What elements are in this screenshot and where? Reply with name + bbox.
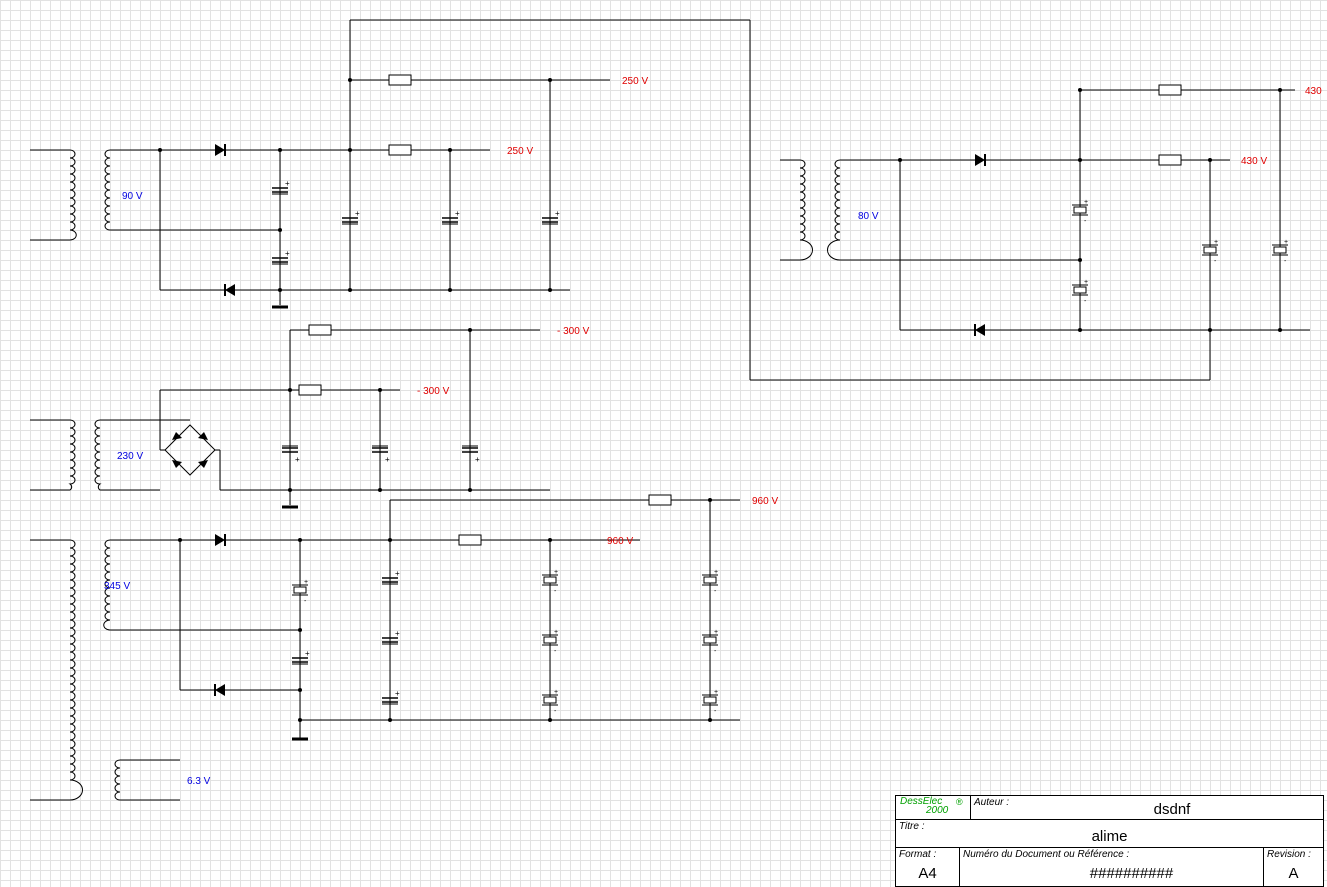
transformer-primary (30, 149, 77, 241)
logo-cell: DessElec 2000 ® (896, 796, 971, 820)
format-cell: Format : A4 (896, 848, 960, 886)
transformer-secondary-230 (94, 419, 190, 491)
output-960v-top-label: 960 V (752, 496, 778, 507)
output-minus-300v-mid-label: - 300 V (417, 386, 450, 397)
secondary-90v-label: 90 V (122, 191, 143, 202)
supply-430v (780, 89, 1310, 380)
revision-label: Revision : (1267, 849, 1311, 860)
author-label: Auteur : (974, 797, 1010, 808)
format-label: Format : (899, 849, 937, 860)
output-250v-top-label: 250 V (622, 76, 648, 87)
transformer-primary-230 (30, 419, 76, 491)
title-cell: Titre : alime (896, 820, 1323, 848)
document-number-label: Numéro du Document ou Référence : (963, 849, 1130, 860)
secondary-230v-label: 230 V (117, 451, 143, 462)
revision-cell: Revision : A (1264, 848, 1323, 886)
supply-minus-300v (30, 329, 550, 505)
format-value: A4 (918, 865, 937, 882)
logo-brand: DessElec (900, 796, 943, 807)
transformer-secondary-345 (103, 539, 300, 631)
title-label: Titre : (899, 821, 925, 832)
secondary-80v-label: 80 V (858, 211, 879, 222)
output-250v-mid-label: 250 V (507, 146, 533, 157)
transformer-secondary (104, 149, 280, 231)
document-number-value: ########## (1089, 865, 1174, 882)
output-430v-mid-label: 430 V (1241, 156, 1267, 167)
transformer-secondary-6v3 (114, 759, 180, 801)
author-cell: Auteur : dsdnf (971, 796, 1323, 820)
bridge-rectifier (164, 424, 216, 476)
transformer-primary-main (30, 539, 83, 801)
title-value: alime (1091, 828, 1128, 845)
transformer-secondary-80 (827, 159, 1080, 261)
logo-year: 2000 (926, 805, 949, 816)
supply-960v (30, 499, 740, 801)
revision-value: A (1288, 865, 1299, 882)
secondary-345v-label: 345 V (104, 581, 130, 592)
output-960v-mid-label: 960 V (607, 536, 633, 547)
logo-registered-icon: ® (956, 797, 963, 807)
transformer-primary-80 (780, 159, 813, 261)
supply-250v (30, 19, 1210, 381)
secondary-6v3-label: 6.3 V (187, 776, 211, 787)
author-value: dsdnf (1153, 801, 1191, 818)
document-number-cell: Numéro du Document ou Référence : ######… (960, 848, 1264, 886)
title-block: DessElec 2000 ® Auteur : dsdnf Titre : a… (895, 795, 1324, 887)
output-430-top-label: 430 (1305, 86, 1322, 97)
output-minus-300v-top-label: - 300 V (557, 326, 590, 337)
